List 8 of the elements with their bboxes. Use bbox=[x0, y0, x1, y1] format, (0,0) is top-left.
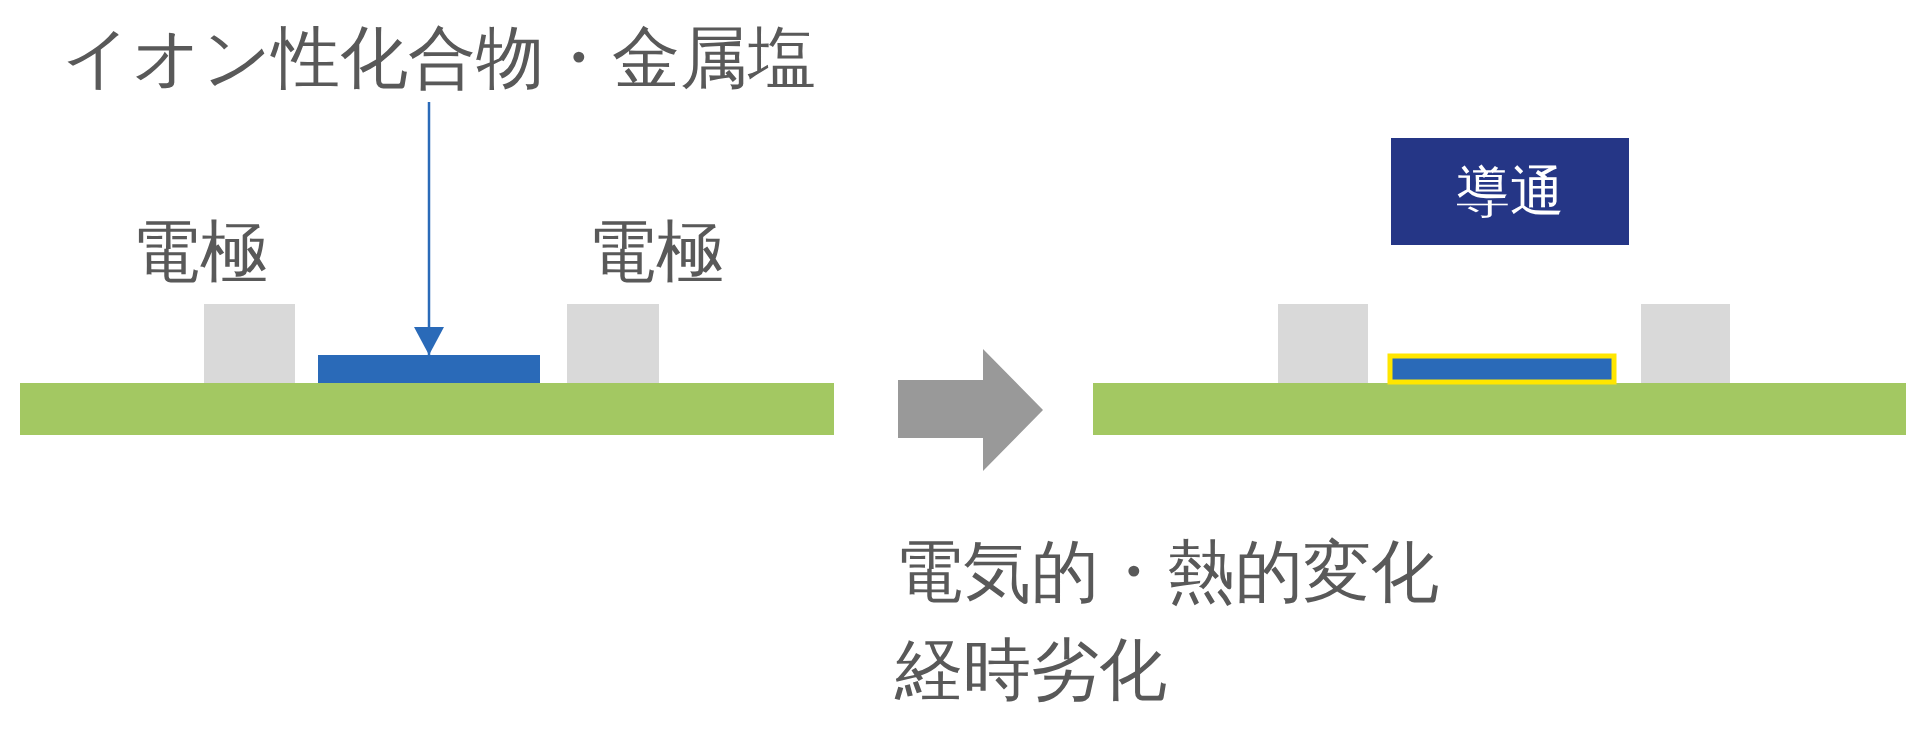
process-note: 電気的・熱的変化 bbox=[895, 538, 1439, 606]
process-note: 経時劣化 bbox=[895, 636, 1167, 704]
arrow bbox=[415, 102, 443, 355]
conduction-box: 導通 bbox=[1391, 138, 1629, 245]
electrode-label: 電極 bbox=[132, 218, 268, 286]
compound-label: イオン性化合物・金属塩 bbox=[62, 20, 842, 96]
ion-layer bbox=[318, 355, 540, 383]
electrode-label: 電極 bbox=[588, 218, 724, 286]
